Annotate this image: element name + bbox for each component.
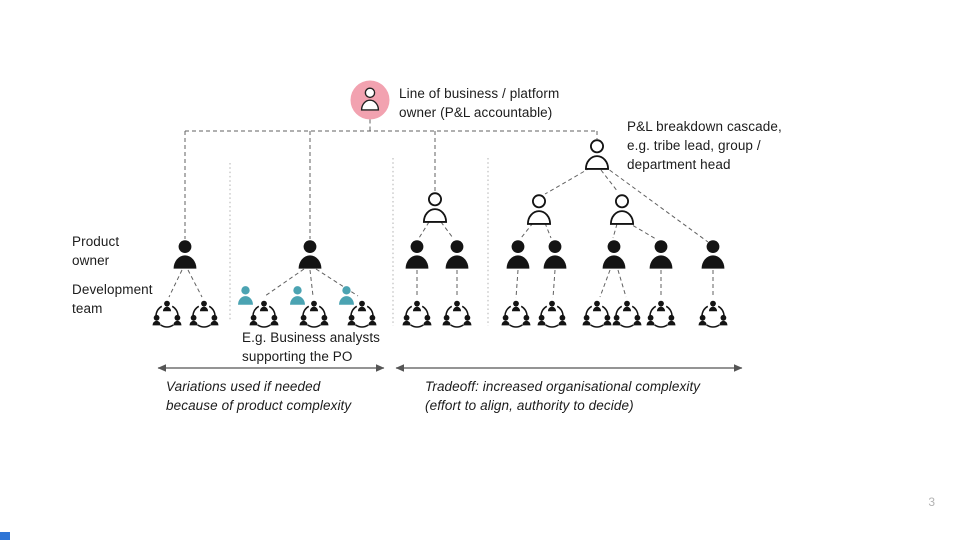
development-team-icon <box>645 300 677 328</box>
product-owner-icon <box>649 240 673 269</box>
development-team-icon <box>188 300 220 328</box>
product-owner-icon <box>701 240 725 269</box>
development-team-icon <box>151 300 183 328</box>
ba-note-label: E.g. Business analysts supporting the PO <box>242 330 381 364</box>
development-team-icon <box>500 300 532 328</box>
variations-callout: Variations used if needed because of pro… <box>166 379 352 413</box>
product-owner-icon <box>543 240 567 269</box>
development-team-icon <box>581 300 613 328</box>
cascade-label: P&L breakdown cascade, e.g. tribe lead, … <box>627 119 782 172</box>
product-owner-icon <box>173 240 197 269</box>
development-team-icon <box>536 300 568 328</box>
product-owner-icon <box>405 240 429 269</box>
template-corner-marker <box>0 532 10 540</box>
development-team-icon <box>697 300 729 328</box>
development-team-icon <box>248 300 280 328</box>
product-owner-icon <box>602 240 626 269</box>
development-team-label: Development team <box>72 282 153 316</box>
product-owner-label: Product owner <box>72 234 120 268</box>
separator-lines <box>229 158 489 326</box>
cascade-lead-icon <box>422 192 448 223</box>
development-team-icon <box>611 300 643 328</box>
hierarchy-connectors <box>168 119 714 299</box>
development-team-icon <box>441 300 473 328</box>
cascade-lead-icon <box>526 194 552 225</box>
product-owner-icon <box>506 240 530 269</box>
business-analyst-icon <box>238 286 253 305</box>
product-owner-icon <box>445 240 469 269</box>
business-analyst-icon <box>339 286 354 305</box>
cascade-lead-icon <box>609 194 635 225</box>
development-team-icon <box>401 300 433 328</box>
product-owner-icon <box>298 240 322 269</box>
line-owner-badge <box>350 80 390 120</box>
line-owner-label: Line of business / platform owner (P&L a… <box>399 86 560 120</box>
page-number: 3 <box>928 495 935 509</box>
tradeoff-callout: Tradeoff: increased organisational compl… <box>425 379 701 413</box>
cascade-lead-icon <box>584 139 610 170</box>
business-analyst-icon <box>290 286 305 305</box>
